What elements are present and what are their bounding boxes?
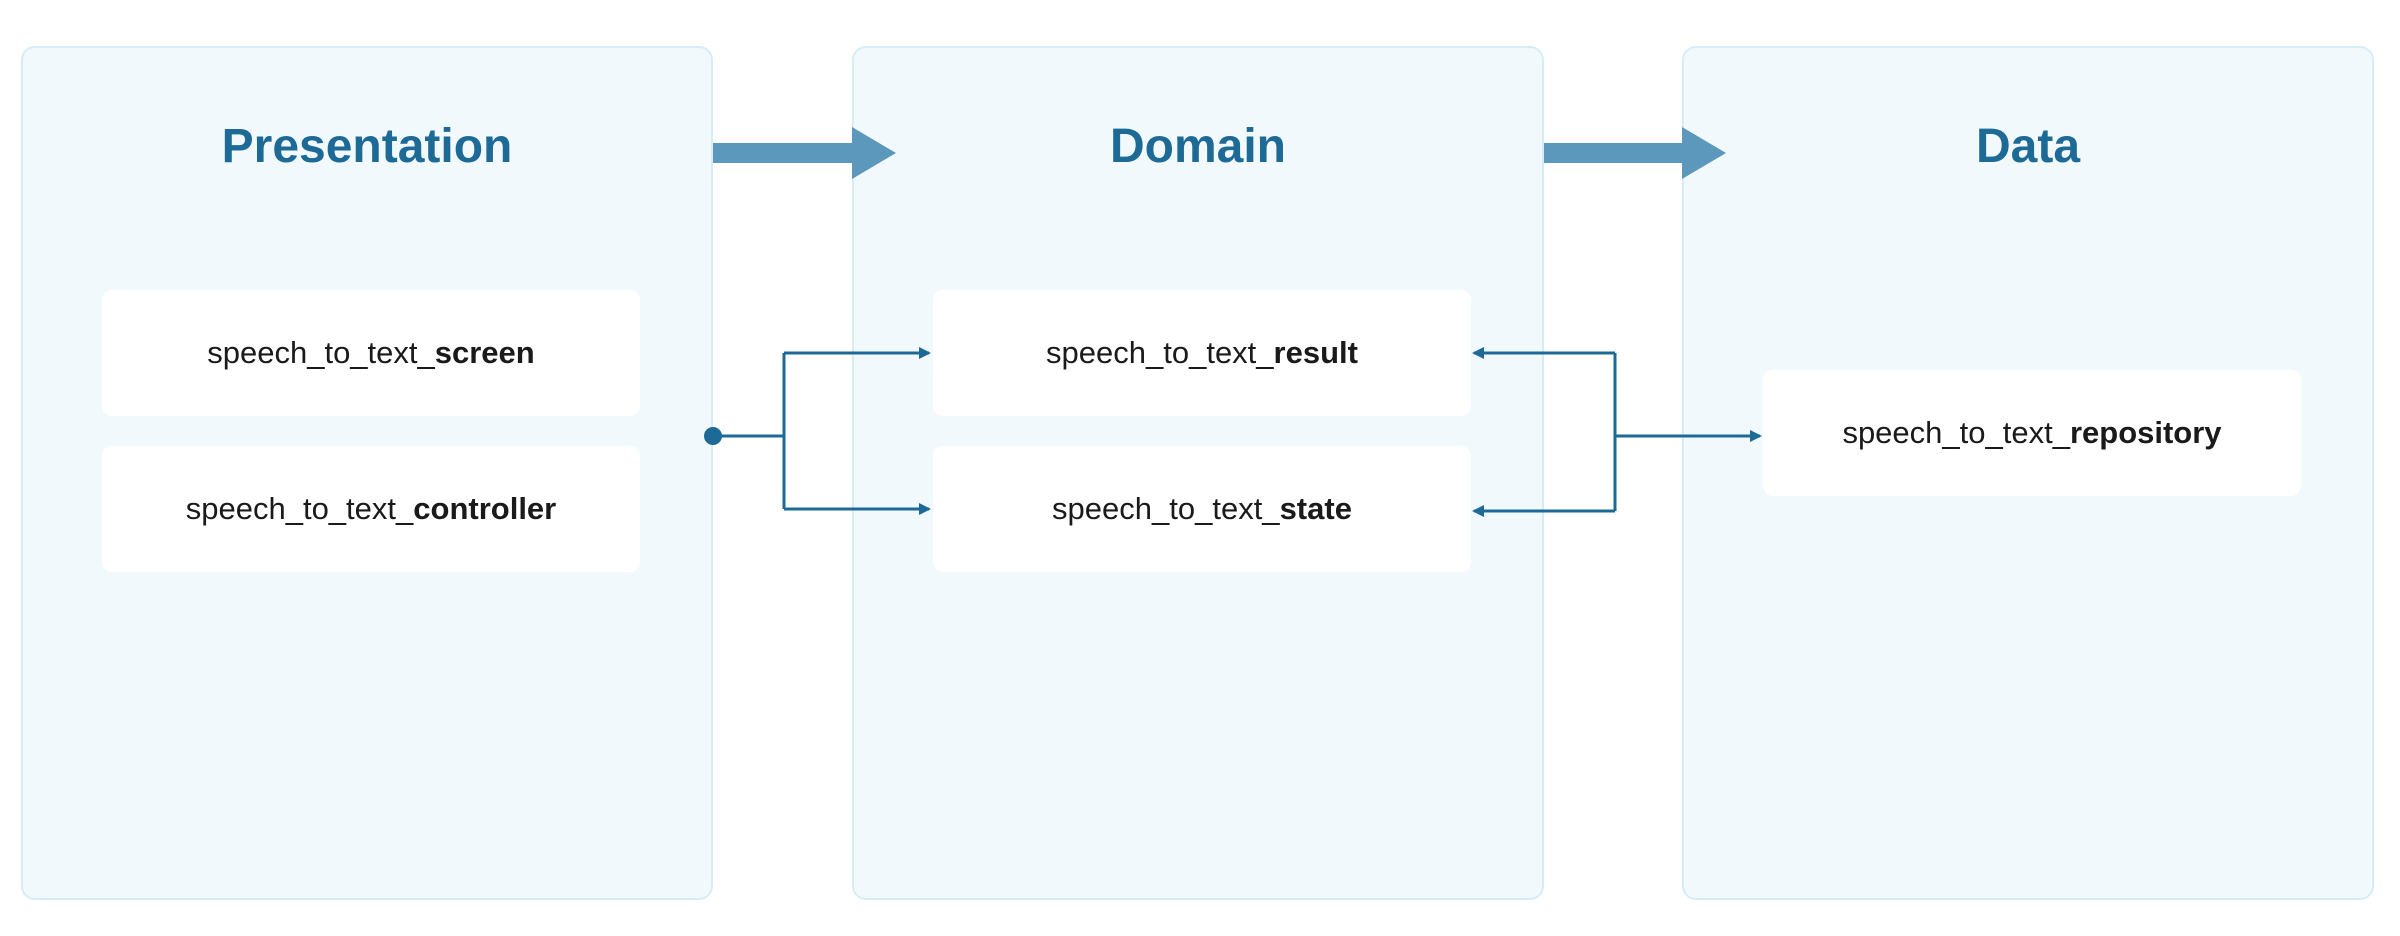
card-prefix: speech_to_text_ [1046,335,1274,370]
domain-layer-title: Domain [1109,120,1286,173]
domain-layer-panel: Domain speech_to_text_result speech_to_t… [852,46,1544,900]
card-suffix: state [1279,491,1352,526]
card-suffix: repository [2069,415,2222,450]
card-suffix: controller [413,491,557,526]
presentation-layer-panel: Presentation speech_to_text_screen speec… [21,46,713,900]
speech-to-text-repository-card: speech_to_text_repository [1763,370,2301,496]
card-prefix: speech_to_text_ [1052,491,1280,526]
card-prefix: speech_to_text_ [1842,415,2070,450]
card-suffix: result [1273,335,1358,370]
card-prefix: speech_to_text_ [185,491,414,526]
data-layer-title: Data [1975,120,2081,173]
speech-to-text-controller-card: speech_to_text_controller [102,446,640,572]
card-suffix: screen [434,335,535,370]
speech-to-text-screen-card: speech_to_text_screen [102,290,640,416]
data-layer-panel: Data speech_to_text_repository [1682,46,2374,900]
presentation-layer-title: Presentation [221,120,513,173]
speech-to-text-state-card: speech_to_text_state [933,446,1471,572]
card-prefix: speech_to_text_ [207,335,435,370]
speech-to-text-result-card: speech_to_text_result [933,290,1471,416]
